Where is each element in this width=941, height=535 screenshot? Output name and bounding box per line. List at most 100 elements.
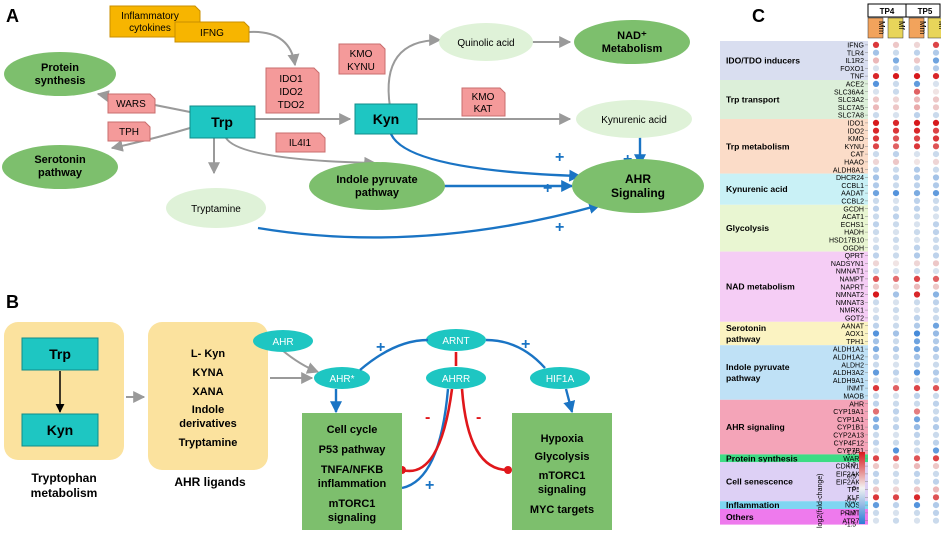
- heatmap-cell: [872, 307, 880, 314]
- colorbar-tick-label: -1.5: [845, 522, 857, 529]
- heatmap-cell: [892, 236, 900, 243]
- inhibition-dot: [504, 466, 512, 474]
- heatmap-cell: [932, 174, 940, 181]
- heatmap-cell: [872, 424, 880, 431]
- heatmap-cell: [872, 517, 880, 524]
- heatmap-cell: [913, 307, 921, 314]
- gene-group-band: [720, 119, 868, 174]
- gene-label: ALDH9A1: [833, 378, 864, 385]
- ahr-signaling-label-1: AHR: [625, 172, 651, 186]
- panel-b-letter: B: [6, 292, 19, 312]
- heatmap-cell: [913, 229, 921, 236]
- heatmap-cell: [932, 361, 940, 368]
- heatmap-cell: [872, 431, 880, 438]
- ahr-node: [253, 330, 313, 352]
- column-header-label: Mm: [877, 21, 886, 35]
- heatmap-cell: [932, 478, 940, 485]
- plus-sign: +: [521, 336, 530, 353]
- timepoint-label: TP5: [918, 7, 933, 16]
- heatmap-cell: [892, 307, 900, 314]
- heatmap-cell: [892, 65, 900, 72]
- heatmap-cell: [892, 447, 900, 454]
- heatmap-cell: [932, 190, 940, 197]
- heatmap-cell: [892, 73, 900, 80]
- heatmap-cell: [913, 205, 921, 212]
- heatmap-cell: [892, 221, 900, 228]
- heatmap-cell: [932, 205, 940, 212]
- heatmap-cell: [892, 174, 900, 181]
- ifng-node: [174, 21, 250, 43]
- heatmap-cell: [892, 470, 900, 477]
- heatmap-cell: [913, 478, 921, 485]
- gene-group-label: Kynurenic acid: [726, 184, 788, 194]
- heatmap-cell: [913, 447, 921, 454]
- heatmap-cell: [872, 174, 880, 181]
- heatmap-cell: [913, 416, 921, 423]
- column-header-cell: [908, 17, 925, 39]
- heatmap-cell: [913, 221, 921, 228]
- heatmap-cell: [913, 119, 921, 126]
- heatmap-cell: [913, 158, 921, 165]
- ahrr-label: AHRR: [442, 374, 470, 385]
- heatmap-cell: [932, 268, 940, 275]
- heatmap-cell: [913, 369, 921, 376]
- heatmap-cell: [932, 322, 940, 329]
- target-cell-cycle: Cell cycle: [327, 424, 378, 436]
- gene-group-label: Glycolysis: [726, 223, 769, 233]
- heatmap-cell: [872, 400, 880, 407]
- gene-group-label: Protein synthesis: [726, 453, 798, 463]
- heatmap-cell: [872, 119, 880, 126]
- plus-sign: +: [555, 149, 564, 166]
- gene-label: SLC7A8: [838, 113, 864, 120]
- heatmap-cell: [872, 283, 880, 290]
- heatmap-cell: [892, 338, 900, 345]
- heatmap-cell: [872, 221, 880, 228]
- heatmap-cell: [872, 369, 880, 376]
- heatmap-cell: [872, 57, 880, 64]
- gene-label: SLC3A2: [838, 97, 864, 104]
- heatmap-cell: [892, 158, 900, 165]
- heatmap-cell: [913, 236, 921, 243]
- heatmap-cell: [913, 49, 921, 56]
- heatmap-cell: [892, 182, 900, 189]
- gene-group-band: [720, 399, 868, 455]
- heatmap-cell: [932, 455, 940, 462]
- heatmap-cell: [872, 112, 880, 119]
- heatmap-cell: [932, 104, 940, 111]
- heatmap-cell: [913, 104, 921, 111]
- tryptamine-label: Tryptamine: [191, 204, 241, 215]
- quinolic-acid-node: [439, 23, 533, 61]
- heatmap-cell: [892, 361, 900, 368]
- ligand-l-kyn: L- Kyn: [191, 348, 226, 360]
- column-header-label: Mf: [897, 21, 906, 31]
- heatmap-cell: [932, 346, 940, 353]
- gene-label: DHCR24: [836, 175, 864, 182]
- gene-group-label: pathway: [726, 334, 761, 344]
- heatmap-cell: [932, 182, 940, 189]
- heatmap-cell: [892, 88, 900, 95]
- wars-label: WARS: [116, 99, 146, 110]
- heatmap-cell: [913, 73, 921, 80]
- nad-label-1: NAD⁺: [617, 30, 647, 42]
- heatmap-cell: [892, 166, 900, 173]
- gene-group-band: [720, 501, 868, 509]
- kynu-label: KYNU: [347, 62, 375, 73]
- colorbar-title: log2(fold-change): [817, 474, 824, 528]
- gene-label: ALDH8A1: [833, 167, 864, 174]
- heatmap-cell: [932, 88, 940, 95]
- gene-label: NAPRT: [840, 284, 864, 291]
- gene-label: ECHS1: [841, 222, 864, 229]
- ido1-label: IDO1: [279, 74, 303, 85]
- gene-group-label: pathway: [726, 373, 761, 383]
- heatmap-cell: [913, 260, 921, 267]
- heatmap-cell: [913, 517, 921, 524]
- heatmap-cell: [872, 291, 880, 298]
- gene-label: TLR4: [847, 50, 864, 57]
- heatmap-cell: [913, 424, 921, 431]
- ahrr-node: [426, 367, 486, 389]
- trp-label: Trp: [211, 114, 233, 130]
- colorbar-tick-label: 0.5: [847, 474, 856, 481]
- gene-label: GOT2: [845, 316, 864, 323]
- minus-sign: -: [476, 409, 481, 426]
- heatmap-cell: [892, 49, 900, 56]
